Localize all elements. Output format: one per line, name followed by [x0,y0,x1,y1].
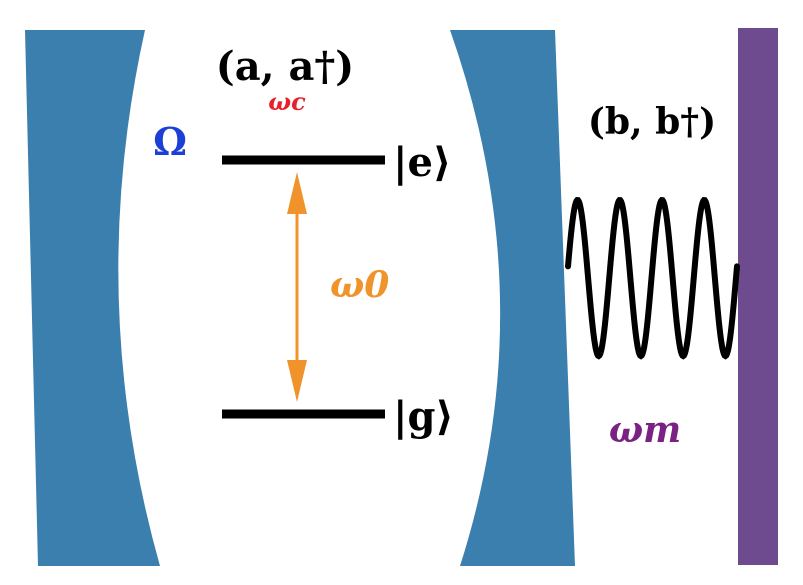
transition-frequency-label: ω0 [330,264,389,306]
spring-wave [565,196,740,360]
left-mirror [25,30,160,566]
cavity-operator-label: (a, a†) [216,43,354,90]
drive-label: Ω [153,119,187,164]
transition-arrow [287,172,307,402]
mechanical-operator-label: (b, b†) [588,101,716,143]
cavity-frequency-label: ωc [268,87,306,116]
right-mirror [450,30,575,566]
mechanical-frequency-label: ωm [609,409,681,451]
membrane [738,28,778,565]
excited-state-label: |e⟩ [393,139,451,186]
ground-state-label: |g⟩ [393,393,454,440]
